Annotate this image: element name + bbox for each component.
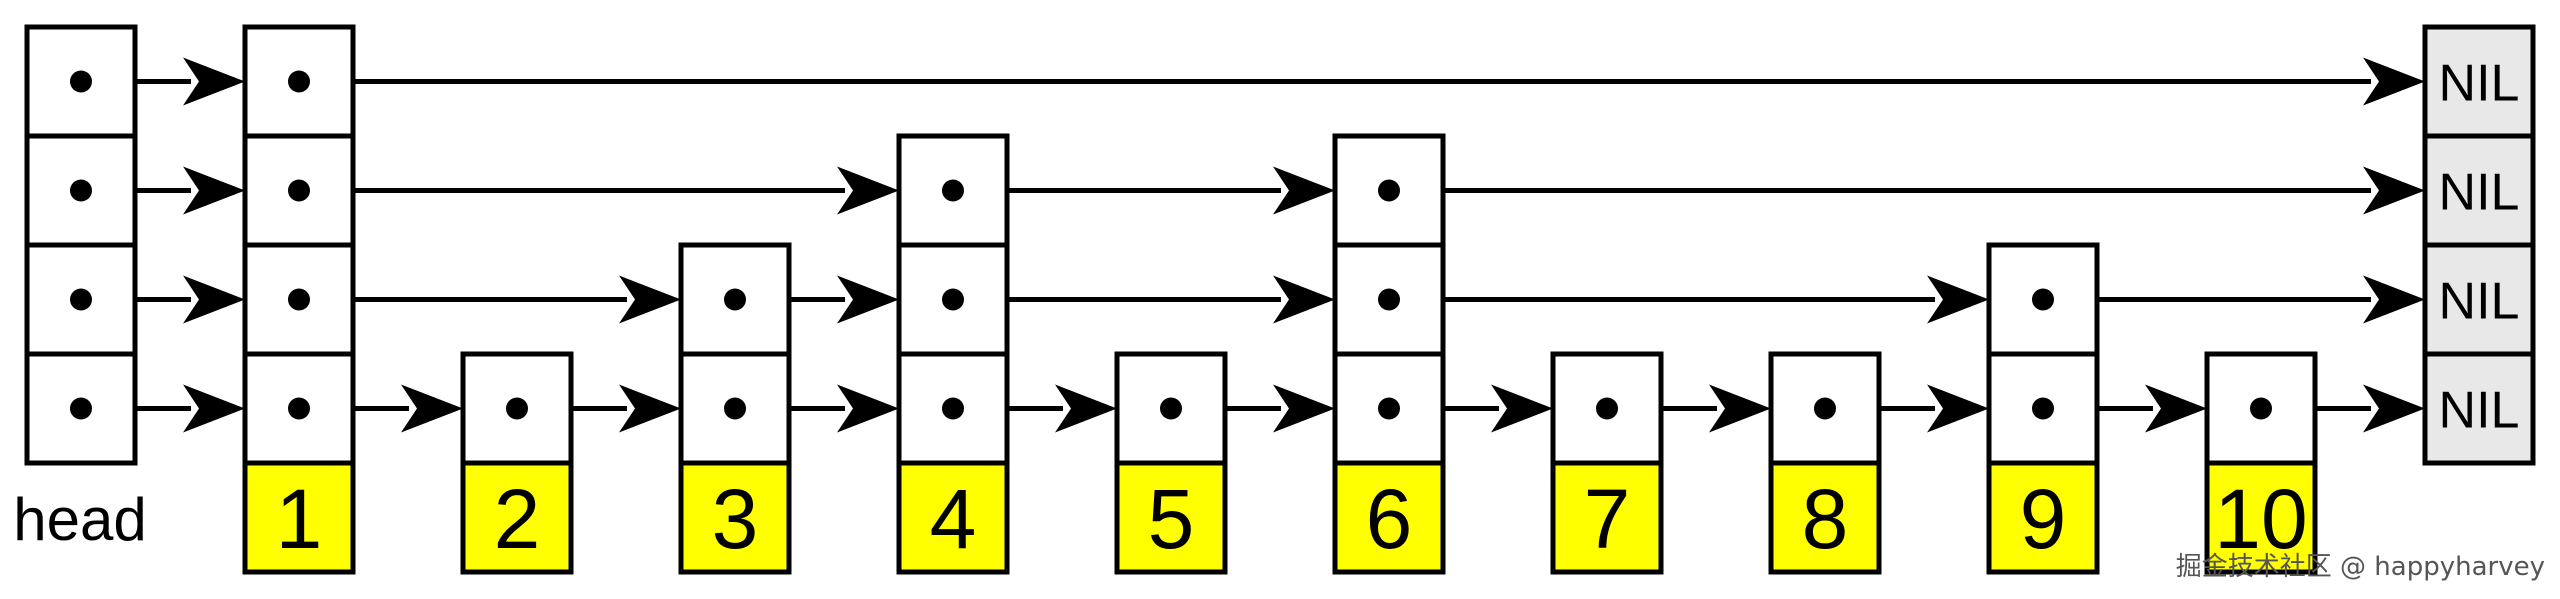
head-label: head [13,486,146,553]
node-2-key-label: 2 [494,472,541,566]
node-4-key-box [896,460,1010,575]
nil-level-4-label: NIL [2439,55,2520,113]
node-8-key-box [1768,460,1882,575]
node-10-level-1-pointer-dot [2250,397,2272,420]
node-3-key-box [678,460,792,575]
head-level-2-pointer-dot [70,288,92,311]
link-5-to-6-level-1-arrowhead [1273,384,1335,433]
node-5-level-1-pointer-dot [1160,397,1182,420]
head-level-4-pointer-dot [70,70,92,93]
node-9-level-2-pointer-dot [2032,288,2054,311]
node-1-level-2-pointer-dot [288,288,310,311]
nil-level-3-label: NIL [2439,164,2520,222]
link-3-to-4-level-2-arrowhead [837,275,899,324]
node-9-level-2-cell [1986,242,2100,357]
node-1-key-box [242,460,356,575]
node-6-key-box [1332,460,1446,575]
nil-level-4-cell [2422,24,2536,139]
node-3-level-1-pointer-dot [724,397,746,420]
node-8-key-label: 8 [1802,472,1849,566]
node-10-key-box [2204,460,2318,575]
node-7-key-label: 7 [1584,472,1631,566]
node-4-key-label: 4 [930,472,977,566]
node-9-level-1-pointer-dot [2032,397,2054,420]
node-4-level-3-cell [896,133,1010,248]
link-2-to-3-level-1-arrowhead [619,384,681,433]
node-6-level-2-pointer-dot [1378,288,1400,311]
link-9-to-10-level-1-arrowhead [2145,384,2207,433]
nil-level-2-label: NIL [2439,273,2520,331]
node-9-key-label: 9 [2020,472,2067,566]
node-4-level-2-pointer-dot [942,288,964,311]
link-10-to-nil-level-1-arrowhead [2363,384,2425,433]
node-4-level-1-pointer-dot [942,397,964,420]
node-8-level-1-pointer-dot [1814,397,1836,420]
link-3-to-4-level-1-arrowhead [837,384,899,433]
nil-level-1-cell [2422,351,2536,466]
link-6-to-7-level-1-arrowhead [1491,384,1553,433]
node-4-level-2-cell [896,242,1010,357]
node-1-level-1-pointer-dot [288,397,310,420]
node-1-level-2-cell [242,242,356,357]
node-7-key-box [1550,460,1664,575]
nil-level-3-cell [2422,133,2536,248]
link-4-to-6-level-3-arrowhead [1273,166,1335,215]
link-6-to-nil-level-3-arrowhead [2363,166,2425,215]
link-head-to-1-level-3-arrowhead [183,166,245,215]
node-10-key-label: 10 [2214,472,2307,566]
node-6-key-label: 6 [1366,472,1413,566]
link-head-to-1-level-2-arrowhead [183,275,245,324]
link-head-to-1-level-4-arrowhead [183,57,245,106]
link-4-to-6-level-2-arrowhead [1273,275,1335,324]
node-7-level-1-pointer-dot [1596,397,1618,420]
node-6-level-3-pointer-dot [1378,179,1400,202]
node-1-level-3-pointer-dot [288,179,310,202]
head-level-3-pointer-dot [70,179,92,202]
watermark: 掘金技术社区 @ happyharvey [2176,552,2545,582]
node-5-key-label: 5 [1148,472,1195,566]
node-5-key-box [1114,460,1228,575]
node-9-key-box [1986,460,2100,575]
node-cells: 1 2 3 4 5 6 7 8 9 10 NIL NIL NIL NIL [24,24,2536,575]
link-head-to-1-level-1-arrowhead [183,384,245,433]
node-3-level-2-pointer-dot [724,288,746,311]
node-3-key-label: 3 [712,472,759,566]
node-1-level-4-pointer-dot [288,70,310,93]
link-8-to-9-level-1-arrowhead [1927,384,1989,433]
node-10-level-1-cell [2204,351,2318,466]
link-1-to-2-level-1-arrowhead [401,384,463,433]
link-1-to-4-level-3-arrowhead [837,166,899,215]
nil-level-1-label: NIL [2439,382,2520,440]
link-4-to-5-level-1-arrowhead [1055,384,1117,433]
node-2-level-1-pointer-dot [506,397,528,420]
node-6-level-1-pointer-dot [1378,397,1400,420]
node-1-level-4-cell [242,24,356,139]
node-1-key-label: 1 [276,472,323,566]
node-2-key-box [460,460,574,575]
link-1-to-3-level-2-arrowhead [619,275,681,324]
link-7-to-8-level-1-arrowhead [1709,384,1771,433]
link-6-to-9-level-2-arrowhead [1927,275,1989,324]
head-level-1-pointer-dot [70,397,92,420]
link-1-to-nil-level-4-arrowhead [2363,57,2425,106]
node-4-level-3-pointer-dot [942,179,964,202]
link-9-to-nil-level-2-arrowhead [2363,275,2425,324]
